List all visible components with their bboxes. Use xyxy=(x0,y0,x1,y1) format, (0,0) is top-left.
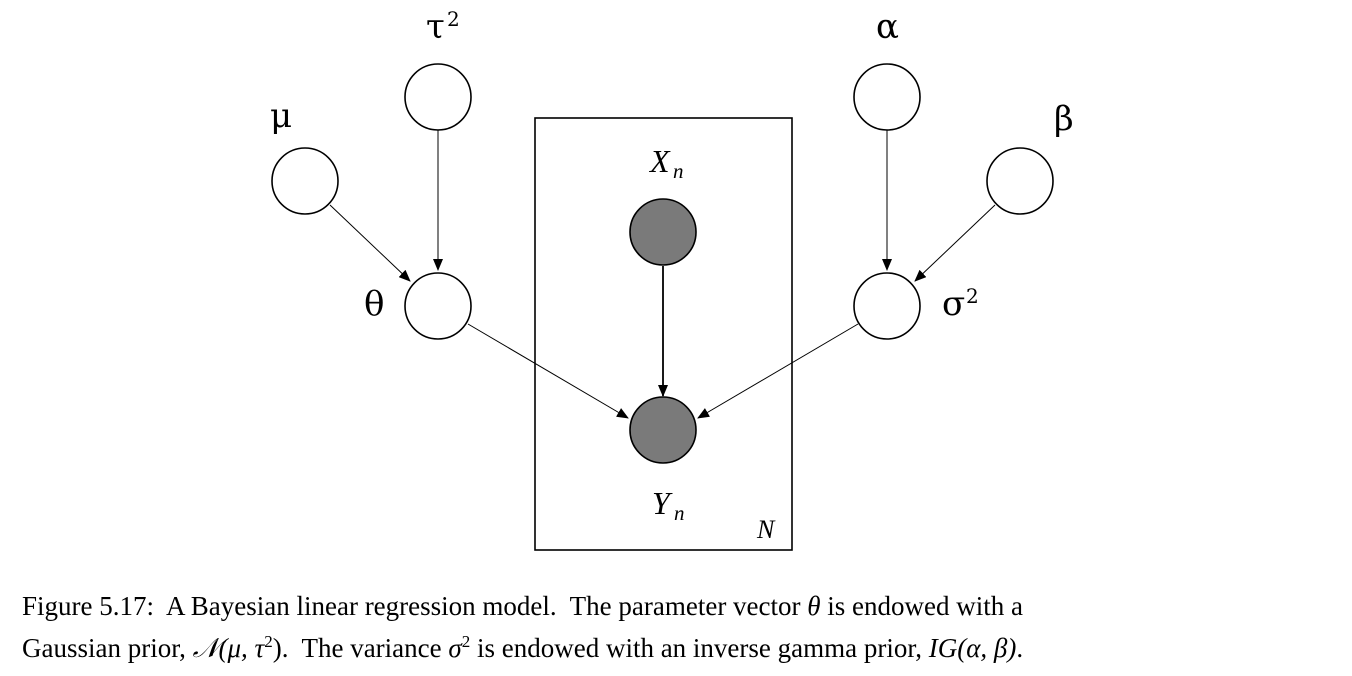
caption-text: is endowed with an inverse gamma prior, xyxy=(470,633,929,663)
node-sigma2 xyxy=(853,272,921,340)
caption-text: Gaussian prior, xyxy=(22,633,193,663)
label-xn-sub: n xyxy=(673,159,684,183)
plate-n xyxy=(534,117,793,551)
label-xn: X xyxy=(648,143,671,179)
caption-sigma: σ xyxy=(448,633,462,663)
caption-ig: IG(α, β) xyxy=(928,633,1017,663)
caption-line-1: Figure 5.17: A Bayesian linear regressio… xyxy=(22,588,1322,624)
edge-beta-sigma2 xyxy=(914,204,996,282)
edge-mu-theta xyxy=(329,204,411,282)
edge-theta-yn xyxy=(467,323,629,419)
label-sigma2-sup: 2 xyxy=(966,284,979,308)
label-yn-sub: n xyxy=(674,501,685,525)
label-sigma2: σ xyxy=(942,284,965,324)
node-theta xyxy=(404,272,472,340)
node-xn xyxy=(629,198,697,266)
caption-text: is endowed with a xyxy=(820,591,1024,621)
caption-theta: θ xyxy=(807,591,821,621)
figure-caption: Figure 5.17: A Bayesian linear regressio… xyxy=(22,588,1322,666)
graphical-model-diagram: N μ τ 2 θ α β σ 2 X n Y n xyxy=(270,7,1074,551)
label-yn: Y xyxy=(652,485,673,521)
caption-line-2: Gaussian prior, 𝒩(μ, τ2). The variance σ… xyxy=(22,624,1322,666)
node-mu xyxy=(271,147,339,215)
caption-normal-sup: 2 xyxy=(264,632,273,651)
node-beta xyxy=(986,147,1054,215)
label-tau2: τ xyxy=(426,7,445,47)
edge-sigma2-yn xyxy=(697,323,859,419)
caption-text: ). The variance xyxy=(272,633,449,663)
caption-normal: 𝒩(μ, τ xyxy=(192,633,265,663)
node-tau2 xyxy=(404,63,472,131)
plate-label: N xyxy=(756,515,776,544)
node-yn xyxy=(629,396,697,464)
label-mu: μ xyxy=(270,96,292,136)
caption-text: Figure 5.17: A Bayesian linear regressio… xyxy=(22,591,808,621)
label-alpha: α xyxy=(876,7,899,47)
label-tau2-sup: 2 xyxy=(447,7,460,31)
caption-text: . xyxy=(1016,633,1024,663)
caption-sigma-sup: 2 xyxy=(461,632,471,651)
label-theta: θ xyxy=(364,284,384,324)
label-beta: β xyxy=(1054,99,1074,139)
node-alpha xyxy=(853,63,921,131)
